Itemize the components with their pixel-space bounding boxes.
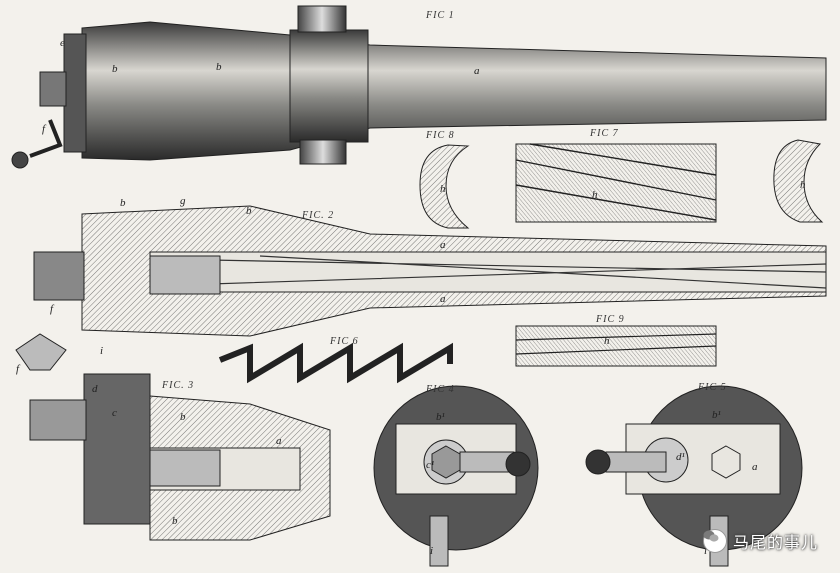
fig8-label: FIC 8 [425,130,455,141]
fig3-letter-b: b [180,411,186,423]
fig1-label: FIC 1 [425,10,455,21]
fig6-label: FIC 6 [329,336,359,347]
figure-8: h FIC 8 [419,130,470,229]
fig2-letter-g: g [180,195,186,207]
fig2-letter-b: b [120,197,126,209]
fig2-letter-i: i [100,345,103,357]
fig5-label: FIC 5 [697,382,727,393]
fig4-letter-b1: b¹ [436,411,445,423]
figure-9: h FIC 9 [515,314,717,367]
figure-3: f d c b a b FIC. 3 [15,333,331,541]
figure-6: FIC 6 [218,336,453,384]
fig8r-letter-h: h [800,179,806,191]
fig3-letter-c: c [112,407,117,419]
fig4-letter-c1: c¹ [426,459,434,471]
figure-7: h FIC 7 [515,128,717,223]
figure-2: b g b a a f i FIC. 2 [33,195,827,357]
fig3-letter-d: d [92,383,98,395]
fig1-letter-b: b [112,63,118,75]
fig9-letter-h: h [604,335,610,347]
fig2-letter-a2: a [440,293,446,305]
fig5-letter-d1: d¹ [676,451,685,463]
fig2-letter-f: f [50,303,55,315]
fig9-label: FIC 9 [595,314,625,325]
fig2-label: FIC. 2 [301,210,334,221]
fig3-letter-f: f [16,363,21,375]
fig8-letter-h: h [440,183,446,195]
watermark: 马尾的事儿 [702,529,818,553]
figure-4: b¹ c¹ i FIC 4 [373,384,539,567]
figure-8-right: h [773,139,824,223]
fig4-label: FIC 4 [425,384,455,395]
fig3-letter-a: a [276,435,282,447]
fig2-letter-a: a [440,239,446,251]
fig1-letter-f: f [42,123,47,135]
fig1-letter-e: e [60,37,65,49]
fig7-letter-h: h [592,189,598,201]
fig5-letter-i: i [704,545,707,557]
fig1-letter-a: a [474,65,480,77]
fig3-label: FIC. 3 [161,380,194,391]
fig7-label: FIC 7 [589,128,619,139]
figure-5: b¹ d¹ a i FIC 5 [585,382,803,567]
wechat-logo-icon [702,529,727,553]
fig1-letter-b2: b [216,61,222,73]
watermark-text: 马尾的事儿 [732,533,818,552]
fig4-letter-i: i [430,545,433,557]
fig2-letter-b2: b [246,205,252,217]
fig5-letter-b1: b¹ [712,409,721,421]
fig3-letter-b2: b [172,515,178,527]
figure-1: e b b a f FIC 1 [11,5,827,169]
fig5-letter-a: a [752,461,758,473]
